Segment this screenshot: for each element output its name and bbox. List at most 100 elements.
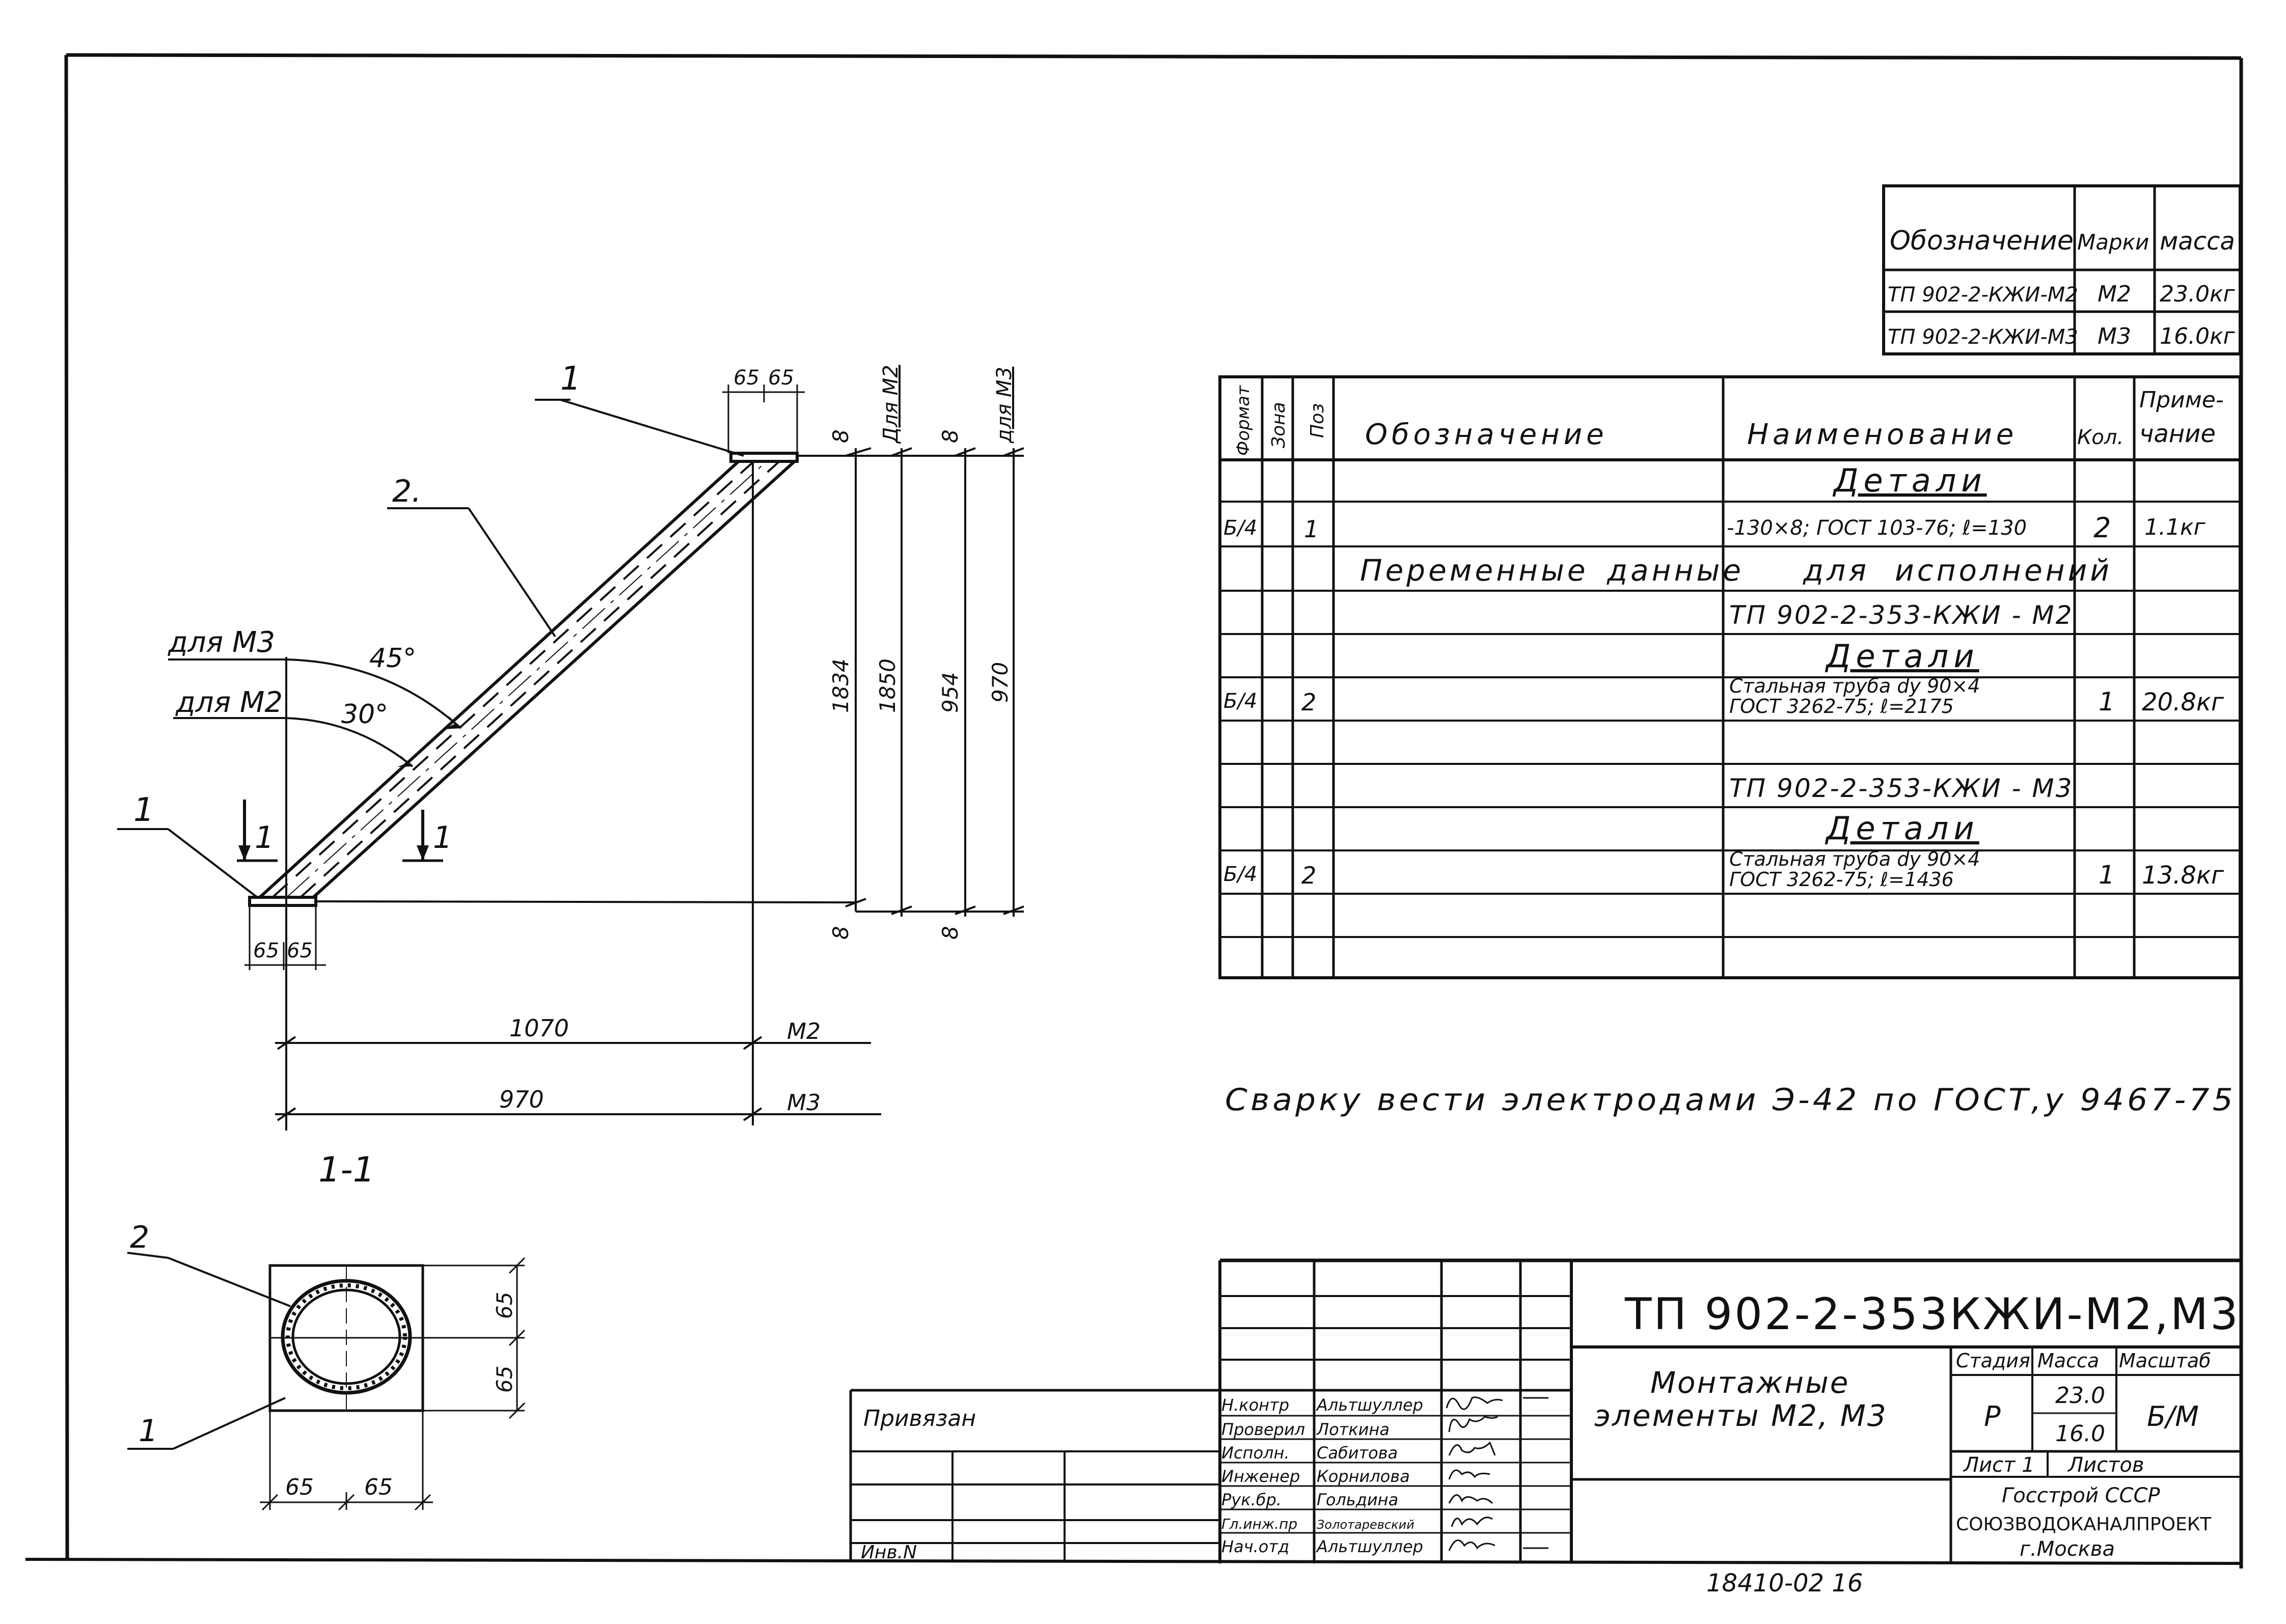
section-mark-right: 1 [433,820,452,856]
vertical-label-for-m3: для М3 [993,367,1016,444]
dim-1834: 1834 [828,658,853,713]
spec-header-pos: Поз [1307,403,1328,438]
title-line2: элементы М2, М3 [1594,1398,1888,1433]
dim-1070: 1070 [509,1014,569,1042]
label-for-m2: для М2 [175,686,283,719]
org-line3: г.Москва [2020,1537,2115,1561]
role-3: Инженер [1221,1467,1300,1486]
mass-table-row2-code: ТП 902-2-КЖИ-М3 [1888,325,2078,349]
spec-variable-data-2: данные [1607,553,1744,588]
spec-row1-format: Б/4 [1223,516,1257,540]
spec-variable-data-3: для [1803,553,1869,588]
section-title: 1-1 [318,1150,375,1190]
section-mark-left: 1 [255,820,274,856]
dim-top-65-right: 65 [768,366,794,390]
spec-row2-format: Б/4 [1223,690,1257,713]
spec-row2-note: 20.8кг [2142,688,2224,717]
role-0: Н.контр [1221,1395,1289,1415]
mass-table-row1-mark: М2 [2098,281,2131,307]
angle-45: 45° [369,643,416,674]
pipe-section-inner [291,1288,401,1385]
spec-header-name: Наименование [1747,418,2018,451]
spec-row1-note: 1.1кг [2144,514,2206,540]
spec-row3-name-line2: ГОСТ 3262-75; ℓ=1436 [1729,868,1954,891]
spec-row3-qty: 1 [2099,860,2115,890]
mass-table-row2-mark: М3 [2098,323,2131,349]
spec-header-qty: Кол. [2077,426,2124,449]
section-label-pos2: 2 [130,1220,149,1255]
mass-table-row2-mass: 16.0кг [2160,323,2236,349]
dim-970-m3: М3 [787,1090,821,1116]
spec-row1-qty: 2 [2093,512,2111,544]
label-for-m3: для М3 [168,626,275,659]
dim-top-65-left: 65 [733,366,759,390]
role-4: Рук.бр. [1221,1490,1282,1509]
spec-header-note1: Приме- [2139,387,2224,413]
sheets-count: Листов [2067,1453,2144,1477]
signatures [1446,1396,1548,1551]
spec-row2-pos: 2 [1301,689,1316,716]
org-line1: Госстрой СССР [2002,1484,2160,1507]
spec-header-zone: Зона [1268,402,1289,448]
name-1: Лоткина [1316,1420,1390,1439]
spec-section-details-1: Детали [1832,462,1987,499]
dim-954: 954 [938,672,963,713]
section-1-1: 1-1 2 1 65 65 65 65 [127,1150,526,1511]
dim-970-horizontal: 970 [499,1086,544,1113]
spec-variable-data-1: Переменные [1360,553,1589,588]
section-arrow-left [238,845,251,861]
title-block: Привязан Инв.N Н.контр Проверил Исполн. … [849,1258,2241,1563]
spec-row3-name-line1: Стальная труба dу 90×4 [1729,848,1980,870]
spec-header-designation: Обозначение [1365,418,1608,451]
arrow-45-end [444,715,461,729]
spec-row3-note: 13.8кг [2142,861,2224,890]
spec-variant-m2: ТП 902-2-353-КЖИ - М2 [1729,600,2073,630]
stage-value: Р [1984,1400,2001,1433]
dim-1850: 1850 [875,658,900,713]
label-pos1-bottom: 1 [133,791,154,829]
label-pos1-top: 1 [560,360,581,398]
elevation-drawing: для М3 для М2 45° 30° 1 2. 1 1 1 65 65 [117,360,1024,1131]
org-line2: СОЮЗВОДОКАНАЛПРОЕКТ [1956,1514,2212,1535]
scale-value: Б/М [2147,1400,2199,1433]
dim-bottom-65-left: 65 [253,939,279,962]
dim-8-top-1: 8 [828,429,853,443]
role-5: Гл.инж.пр [1221,1516,1297,1532]
doc-code: ТП 902-2-353КЖИ-М2,М3 [1624,1289,2240,1340]
spec-section-details-3: Детали [1825,810,1979,847]
role-2: Исполн. [1221,1443,1290,1463]
name-0: Альтшуллер [1316,1395,1423,1415]
mass-table-header-mass: масса [2160,227,2235,256]
name-4: Гольдина [1317,1490,1398,1509]
section-dim-65-v-bottom: 65 [492,1366,517,1393]
spec-row1-pos: 1 [1304,515,1319,543]
spec-section-details-2: Детали [1825,638,1979,675]
spec-variant-m3: ТП 902-2-353-КЖИ - М3 [1729,774,2073,803]
section-dim-65-h-right: 65 [364,1474,393,1500]
dim-bottom-65-right: 65 [287,939,313,962]
spec-header-note2: чание [2139,420,2216,448]
spec-row2-name-line2: ГОСТ 3262-75; ℓ=2175 [1729,695,1954,718]
role-6: Нач.отд [1221,1537,1289,1556]
mass-table-header-marks: Марки [2077,230,2149,255]
mass-value-2: 16.0 [2055,1421,2105,1447]
mass-table: Обозначение Марки масса ТП 902-2-КЖИ-М2 … [1882,184,2242,355]
spec-row3-pos: 2 [1301,862,1316,889]
title-line1: Монтажные [1650,1365,1849,1400]
spec-header-format: Формат [1233,385,1254,456]
role-1: Проверил [1221,1420,1305,1439]
mass-table-row1-code: ТП 902-2-КЖИ-М2 [1888,283,2078,307]
mass-value-1: 23.0 [2055,1383,2105,1409]
dim-8-bottom-2: 8 [938,926,963,940]
dim-1070-m2: М2 [787,1019,821,1044]
spec-row1-name: -130×8; ГОСТ 103-76; ℓ=130 [1727,516,2027,540]
spec-table: Формат Зона Поз Обозначение Наименование… [1218,375,2242,979]
arrow-30-end [397,755,413,767]
scale-header: Масштаб [2119,1350,2211,1372]
pipe-section-outer [281,1279,412,1395]
section-arrow-right [417,845,429,861]
mass-table-header-designation: Обозначение [1890,226,2074,256]
spec-row3-format: Б/4 [1223,863,1257,886]
vertical-label-for-m2: Для М2 [879,365,903,444]
spec-row2-name-line1: Стальная труба dу 90×4 [1729,675,1980,697]
